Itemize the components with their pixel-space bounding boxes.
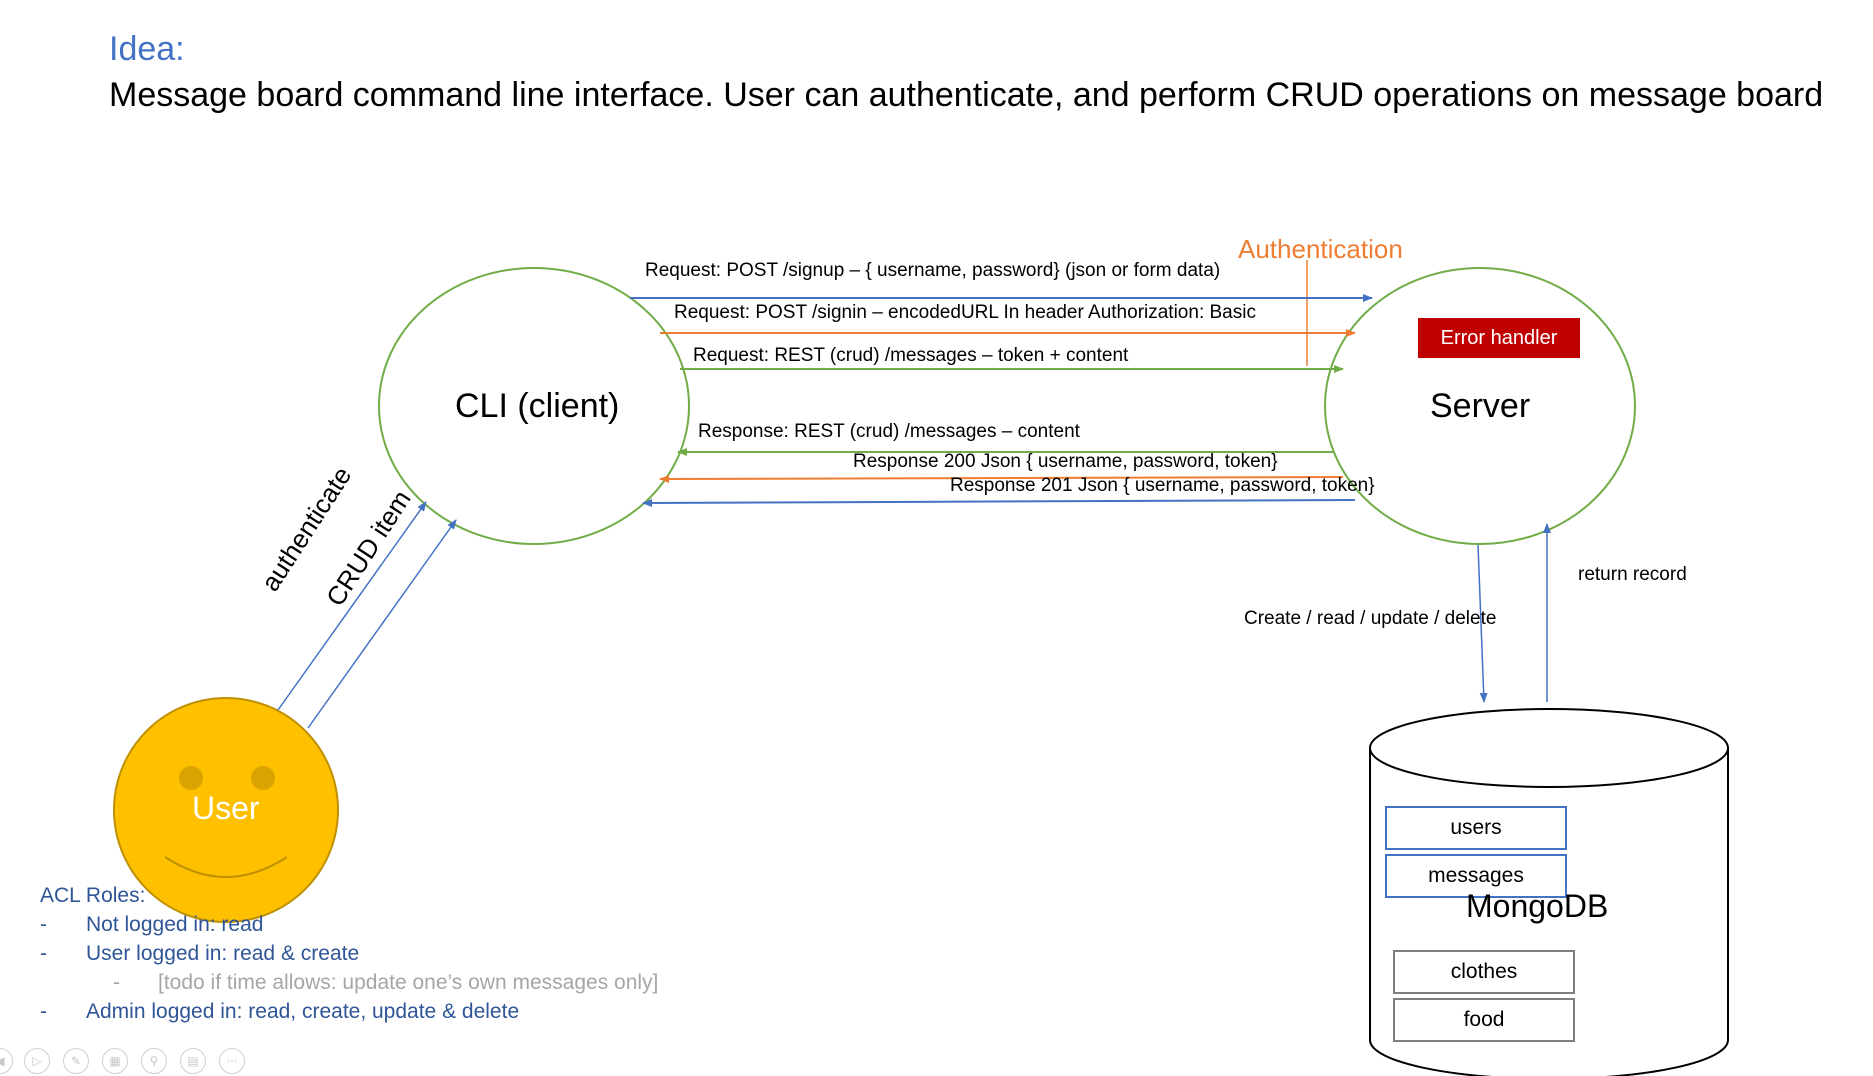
acl-text: [todo if time allows: update one’s own m… <box>158 971 659 994</box>
user-left-eye <box>179 766 203 790</box>
client-node <box>378 267 690 545</box>
acl-dash: - <box>40 1000 47 1023</box>
acl-item: - User logged in: read & create <box>40 942 359 971</box>
response-200-arrow <box>659 474 1344 483</box>
authenticate-arrow <box>277 501 427 711</box>
pen-icon[interactable]: ✎ <box>63 1048 89 1074</box>
acl-item: - Not logged in: read <box>40 913 263 942</box>
collection-messages: messages <box>1385 854 1567 898</box>
acl-item: - Admin logged in: read, create, update … <box>40 1000 519 1029</box>
signin-request-label: Request: POST /signin – encodedURL In he… <box>674 302 1256 323</box>
user-smile <box>164 856 288 878</box>
signup-request-label: Request: POST /signup – { username, pass… <box>645 260 1221 281</box>
db-return-label: return record <box>1578 564 1687 585</box>
slideshow-toolbar: ◀ ▷ ✎ ▦ ⚲ ▤ ⋯ <box>0 1048 260 1076</box>
server-node <box>1324 267 1636 545</box>
play-icon[interactable]: ▷ <box>24 1048 50 1074</box>
acl-roles: ACL Roles: - Not logged in: read - User … <box>40 884 658 1029</box>
server-label: Server <box>1430 387 1531 425</box>
user-right-eye <box>251 766 275 790</box>
acl-text: User logged in: read & create <box>86 942 360 965</box>
crud-response-label: Response: REST (crud) /messages – conten… <box>698 421 1080 442</box>
acl-dash: - <box>40 942 47 965</box>
error-handler-button[interactable]: Error handler <box>1418 318 1580 358</box>
subtitle-icon[interactable]: ▤ <box>180 1048 206 1074</box>
acl-text: Not logged in: read <box>86 913 264 936</box>
user-node <box>113 697 339 923</box>
acl-dash: - <box>113 971 120 994</box>
client-label: CLI (client) <box>455 387 620 425</box>
response-200-label: Response 200 Json { username, password, … <box>853 451 1278 472</box>
idea-description: Message board command line interface. Us… <box>109 76 1824 114</box>
acl-dash: - <box>40 913 47 936</box>
zoom-icon[interactable]: ⚲ <box>141 1048 167 1074</box>
collection-users: users <box>1385 806 1567 850</box>
crud-item-arrow <box>307 519 457 729</box>
user-label: User <box>192 790 260 826</box>
crud-request-label: Request: REST (crud) /messages – token +… <box>693 345 1129 366</box>
idea-heading: Idea: <box>109 30 185 68</box>
db-request-label: Create / read / update / delete <box>1244 608 1497 629</box>
collection-food: food <box>1393 998 1575 1042</box>
response-201-arrow <box>642 498 1356 507</box>
db-request-arrow <box>1477 544 1488 703</box>
collection-clothes: clothes <box>1393 950 1575 994</box>
authentication-label: Authentication <box>1238 234 1403 264</box>
mongodb-label: MongoDB <box>1466 888 1609 924</box>
acl-text: Admin logged in: read, create, update & … <box>86 1000 520 1023</box>
acl-heading: ACL Roles: <box>40 884 146 907</box>
mongodb-cylinder-top <box>1369 708 1729 788</box>
acl-subitem: - [todo if time allows: update one’s own… <box>40 971 658 1000</box>
slides-icon[interactable]: ▦ <box>102 1048 128 1074</box>
more-icon[interactable]: ⋯ <box>219 1048 245 1074</box>
response-201-label: Response 201 Json { username, password, … <box>950 475 1375 496</box>
previous-icon[interactable]: ◀ <box>0 1048 13 1074</box>
